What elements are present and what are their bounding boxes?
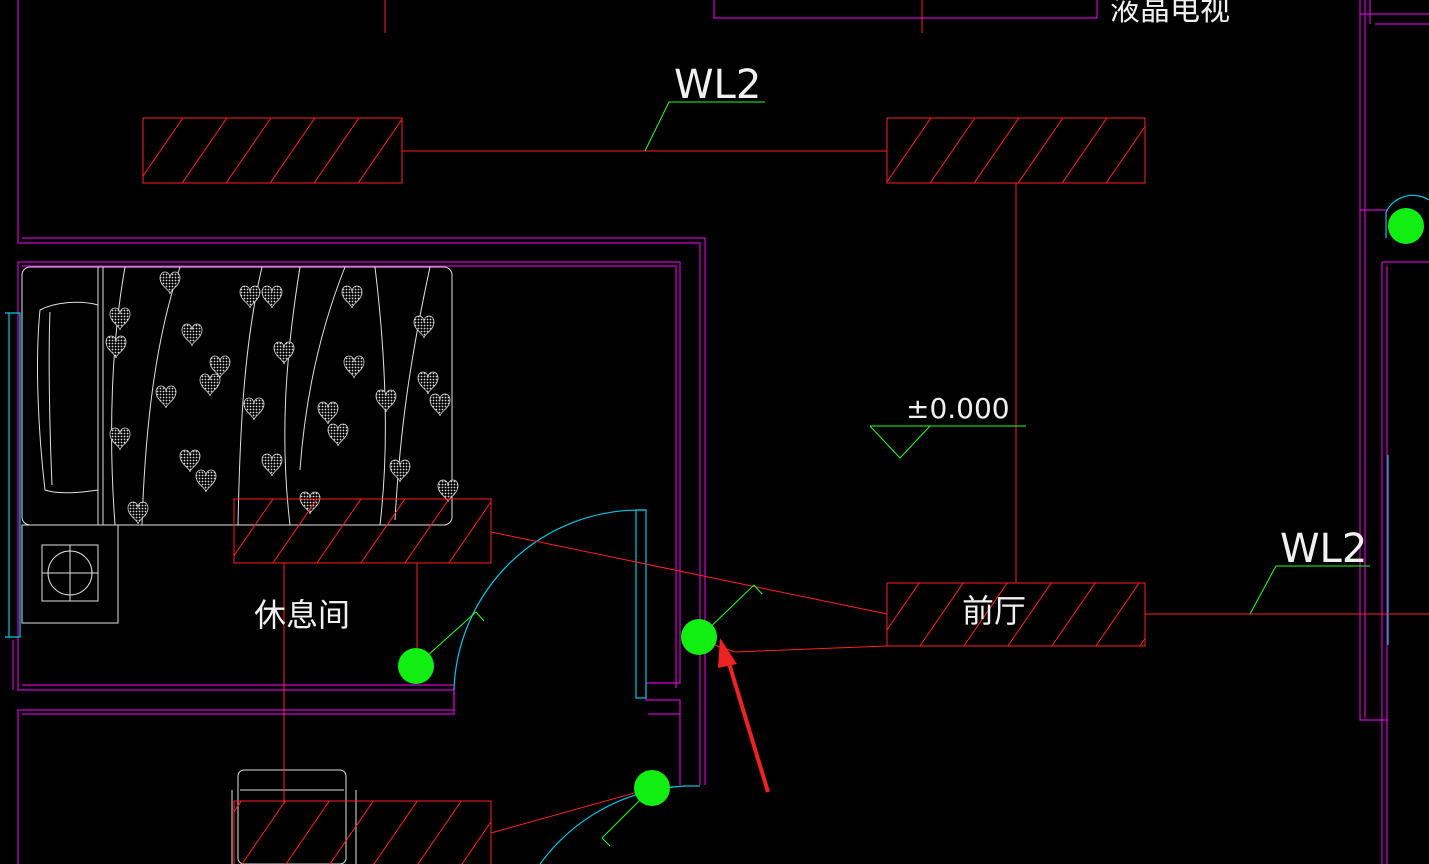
circuit-wiring [283,150,1429,834]
tv-label: 液晶电视 [1110,0,1230,28]
blanket-pattern [105,271,459,525]
light-fixture[interactable] [142,117,403,184]
switch-dot-highlighted[interactable] [681,619,717,655]
light-fixture[interactable] [233,498,492,564]
switch-symbols [398,208,1424,806]
circuit-label-top: WL2 [674,62,761,108]
light-fixture[interactable] [233,800,492,864]
text-labels: 液晶电视 WL2 WL2 ±0.000 休息间 前厅 [254,0,1367,634]
light-fixture[interactable] [886,117,1146,184]
switch-dot[interactable] [398,648,434,684]
room-name-rest: 休息间 [254,596,350,634]
light-fixture-foyer[interactable] [886,582,1146,647]
switch-dot[interactable] [1388,208,1424,244]
grid-reference-lines [384,0,923,33]
switch-dot[interactable] [634,770,670,806]
leader-lines [416,101,1370,847]
annotation-arrow [718,638,770,793]
light-fixtures [142,117,1146,864]
room-name-foyer: 前厅 [962,592,1026,630]
bed-furniture [21,266,453,864]
elevation-label: ±0.000 [906,392,1010,425]
door-elements [5,194,1429,864]
circuit-label-right: WL2 [1280,526,1367,572]
